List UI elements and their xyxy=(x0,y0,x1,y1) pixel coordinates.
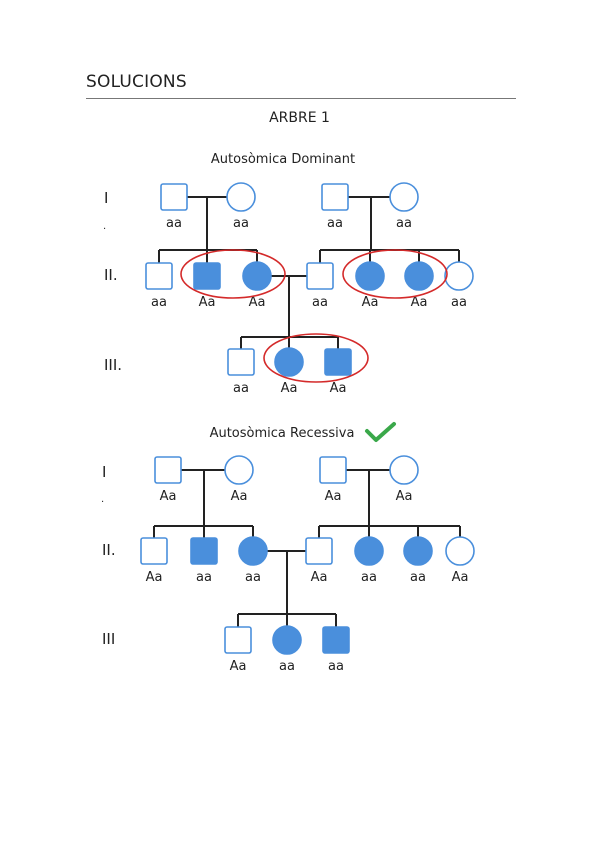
genotype-label: Aa xyxy=(249,295,266,310)
generation-dot: . xyxy=(103,221,106,232)
male-symbol xyxy=(160,183,188,211)
female-symbol xyxy=(389,455,419,485)
affected-female-symbol xyxy=(403,536,433,566)
genotype-label: aa xyxy=(233,216,249,231)
genotype-label: aa xyxy=(396,216,412,231)
female-symbol xyxy=(445,536,475,566)
generation-label: III xyxy=(102,630,115,648)
genotype-label: Aa xyxy=(396,489,413,504)
affected-female-symbol xyxy=(238,536,268,566)
generation-label: I xyxy=(104,189,108,207)
female-symbol xyxy=(224,455,254,485)
diagram-title: Autosòmica Dominant xyxy=(211,152,355,167)
affected-female-symbol xyxy=(242,261,272,291)
genotype-label: aa xyxy=(279,659,295,674)
genotype-label: aa xyxy=(328,659,344,674)
genotype-label: aa xyxy=(151,295,167,310)
affected-male-symbol xyxy=(324,348,352,376)
affected-female-symbol xyxy=(404,261,434,291)
page-heading: SOLUCIONS xyxy=(86,72,187,92)
check-icon xyxy=(365,422,396,442)
male-symbol xyxy=(154,456,182,484)
generation-dot: . xyxy=(101,494,104,505)
genotype-label: Aa xyxy=(411,295,428,310)
genotype-label: aa xyxy=(233,381,249,396)
genotype-label: aa xyxy=(312,295,328,310)
genotype-label: aa xyxy=(410,570,426,585)
female-symbol xyxy=(389,182,419,212)
male-symbol xyxy=(140,537,168,565)
female-symbol xyxy=(444,261,474,291)
genotype-label: aa xyxy=(245,570,261,585)
female-symbol xyxy=(226,182,256,212)
male-symbol xyxy=(145,262,173,290)
genotype-label: Aa xyxy=(330,381,347,396)
genotype-label: Aa xyxy=(160,489,177,504)
generation-label: II. xyxy=(104,266,118,284)
genotype-label: Aa xyxy=(325,489,342,504)
highlight-ellipse xyxy=(342,249,448,299)
generation-label: II. xyxy=(102,541,116,559)
genotype-label: aa xyxy=(361,570,377,585)
generation-label: I xyxy=(102,463,106,481)
genotype-label: aa xyxy=(327,216,343,231)
affected-male-symbol xyxy=(322,626,350,654)
genotype-label: Aa xyxy=(281,381,298,396)
heading-divider xyxy=(86,98,516,99)
genotype-label: Aa xyxy=(146,570,163,585)
male-symbol xyxy=(319,456,347,484)
genotype-label: Aa xyxy=(231,489,248,504)
affected-female-symbol xyxy=(354,536,384,566)
affected-female-symbol xyxy=(272,625,302,655)
highlight-ellipse xyxy=(180,249,286,299)
male-symbol xyxy=(321,183,349,211)
genotype-label: Aa xyxy=(452,570,469,585)
genotype-label: Aa xyxy=(199,295,216,310)
male-symbol xyxy=(227,348,255,376)
affected-male-symbol xyxy=(193,262,221,290)
genotype-label: aa xyxy=(166,216,182,231)
tree-title: ARBRE 1 xyxy=(269,110,330,126)
genotype-label: Aa xyxy=(362,295,379,310)
affected-male-symbol xyxy=(190,537,218,565)
male-symbol xyxy=(224,626,252,654)
diagram-title: Autosòmica Recessiva xyxy=(210,426,355,441)
generation-label: III. xyxy=(104,356,122,374)
affected-female-symbol xyxy=(274,347,304,377)
male-symbol xyxy=(306,262,334,290)
genotype-label: aa xyxy=(196,570,212,585)
male-symbol xyxy=(305,537,333,565)
genotype-label: Aa xyxy=(230,659,247,674)
affected-female-symbol xyxy=(355,261,385,291)
genotype-label: aa xyxy=(451,295,467,310)
genotype-label: Aa xyxy=(311,570,328,585)
highlight-ellipse xyxy=(263,333,369,383)
